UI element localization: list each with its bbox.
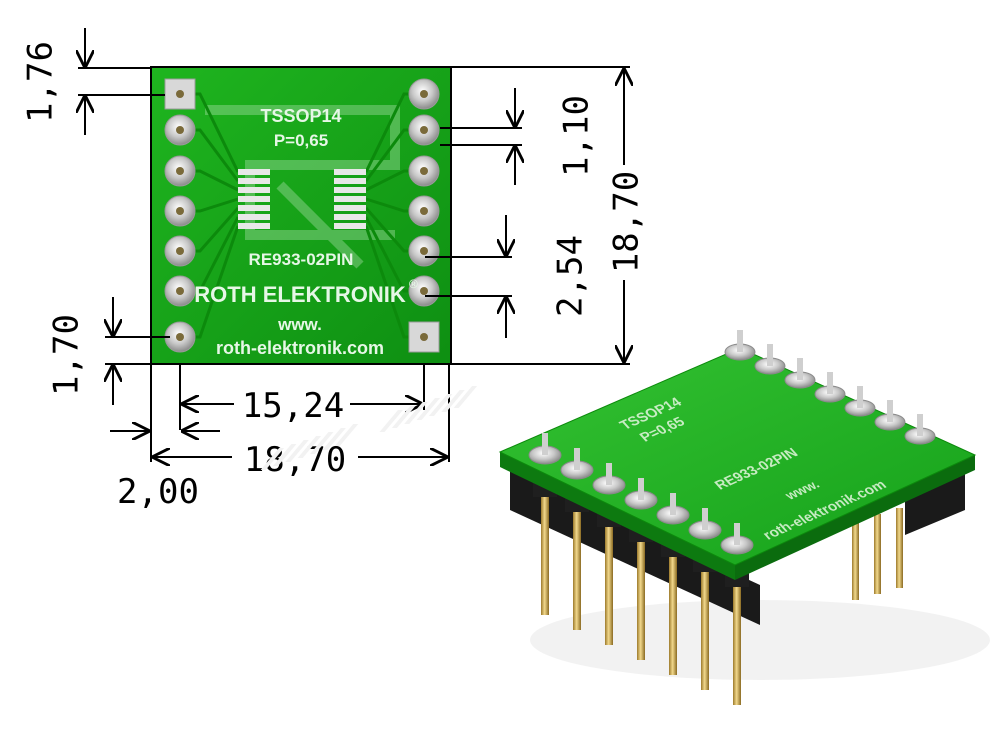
pin-top [542,433,548,455]
fine-pads-left [238,169,270,229]
fine-pad [334,205,366,211]
pin-hole [176,247,184,255]
fine-pad [334,196,366,202]
board-top-view: TSSOP14 P=0,65 RE933-02PIN ROTH ELEKTRON… [150,66,452,365]
photo-fine-pad [453,386,478,408]
pin-hole [176,287,184,295]
photo-fine-pad [285,440,309,462]
pin-top [827,372,833,394]
photo-fine-pad [391,406,416,428]
pin-hole [420,167,428,175]
pin-top [797,358,803,380]
pin-hole [420,247,428,255]
pads-right [408,78,440,353]
gold-pin [573,510,581,630]
dimension-lines [78,28,630,462]
pcb-board [150,66,452,365]
pin-top [574,448,580,470]
pin-top [606,463,612,485]
photo-pads [528,330,936,555]
photo-fine-pad [272,444,297,466]
gold-pin [605,525,613,645]
fine-pad [238,187,270,193]
web-label: www. [277,315,322,334]
watermark-logo [205,105,400,269]
gold-pin [701,570,709,690]
pin-hole [420,90,428,98]
part-label: TSSOP14 [260,106,341,126]
pin-hole [176,90,184,98]
model-label: RE933-02PIN [249,250,354,269]
pin-top [670,493,676,515]
header-strip-right [905,470,965,535]
gold-pin-right [852,520,859,600]
pin-hole [420,126,428,134]
fine-pad [334,214,366,220]
photo-fine-pad [379,410,403,432]
photo-fine-pad [297,436,322,458]
dim-board-width: 18,70 [244,440,346,480]
fine-pad [238,205,270,211]
pin-hole [176,126,184,134]
photo-fine-pad [441,390,465,412]
fine-pads-right [334,169,366,229]
fine-pad [334,178,366,184]
dim-pin-pitch: 2,54 [551,235,591,317]
photo-fine-pad [428,394,453,416]
pin-hole [420,333,428,341]
photo-fine-pad [416,398,441,420]
fine-pad [334,187,366,193]
registered-mark: ® [409,277,418,291]
pin-hole [176,207,184,215]
photo-fine-pad [322,428,346,450]
dim-bottom-margin: 1,70 [47,314,87,396]
fine-pad [238,178,270,184]
url-label: roth-elektronik.com [216,338,384,358]
pin-hole [420,207,428,215]
pin-top [638,478,644,500]
pin-hole [176,333,184,341]
adapter-photo: TSSOP14 P=0,65 RE933-02PIN www. roth-ele… [260,330,990,705]
photo-fine-pad [334,424,359,446]
pin-hole [420,287,428,295]
dim-board-height: 18,70 [607,171,647,273]
pin-top [737,330,743,352]
fine-pad [238,223,270,229]
pin-top [917,414,923,436]
pin-top [702,508,708,530]
photo-fine-pad [404,402,428,424]
fine-pad [238,196,270,202]
fine-pad [238,169,270,175]
pin-top [857,386,863,408]
dim-top-margin: 1,76 [21,41,61,123]
pitch-label: P=0,65 [274,131,328,150]
gold-pin [637,540,645,660]
gold-pin [669,555,677,675]
dim-pad-gap: 1,10 [557,95,597,177]
pin-top [887,400,893,422]
gold-pin-right [874,514,881,594]
photo-fine-pad [260,448,285,470]
photo-fine-pad [310,432,334,454]
dim-pin-span: 15,24 [242,386,344,426]
pin-hole [176,167,184,175]
gold-pin [733,585,741,705]
photo-fine-pads [260,386,478,470]
fine-pad [334,169,366,175]
fine-pad [334,223,366,229]
pads-left [164,78,196,353]
brand-label: ROTH ELEKTRONIK [194,282,406,307]
dim-side-margin: 2,00 [117,472,199,512]
gold-pin [541,495,549,615]
fine-pad [238,214,270,220]
pin-top [734,523,740,545]
gold-pin-right [896,508,903,588]
pin-top [767,344,773,366]
